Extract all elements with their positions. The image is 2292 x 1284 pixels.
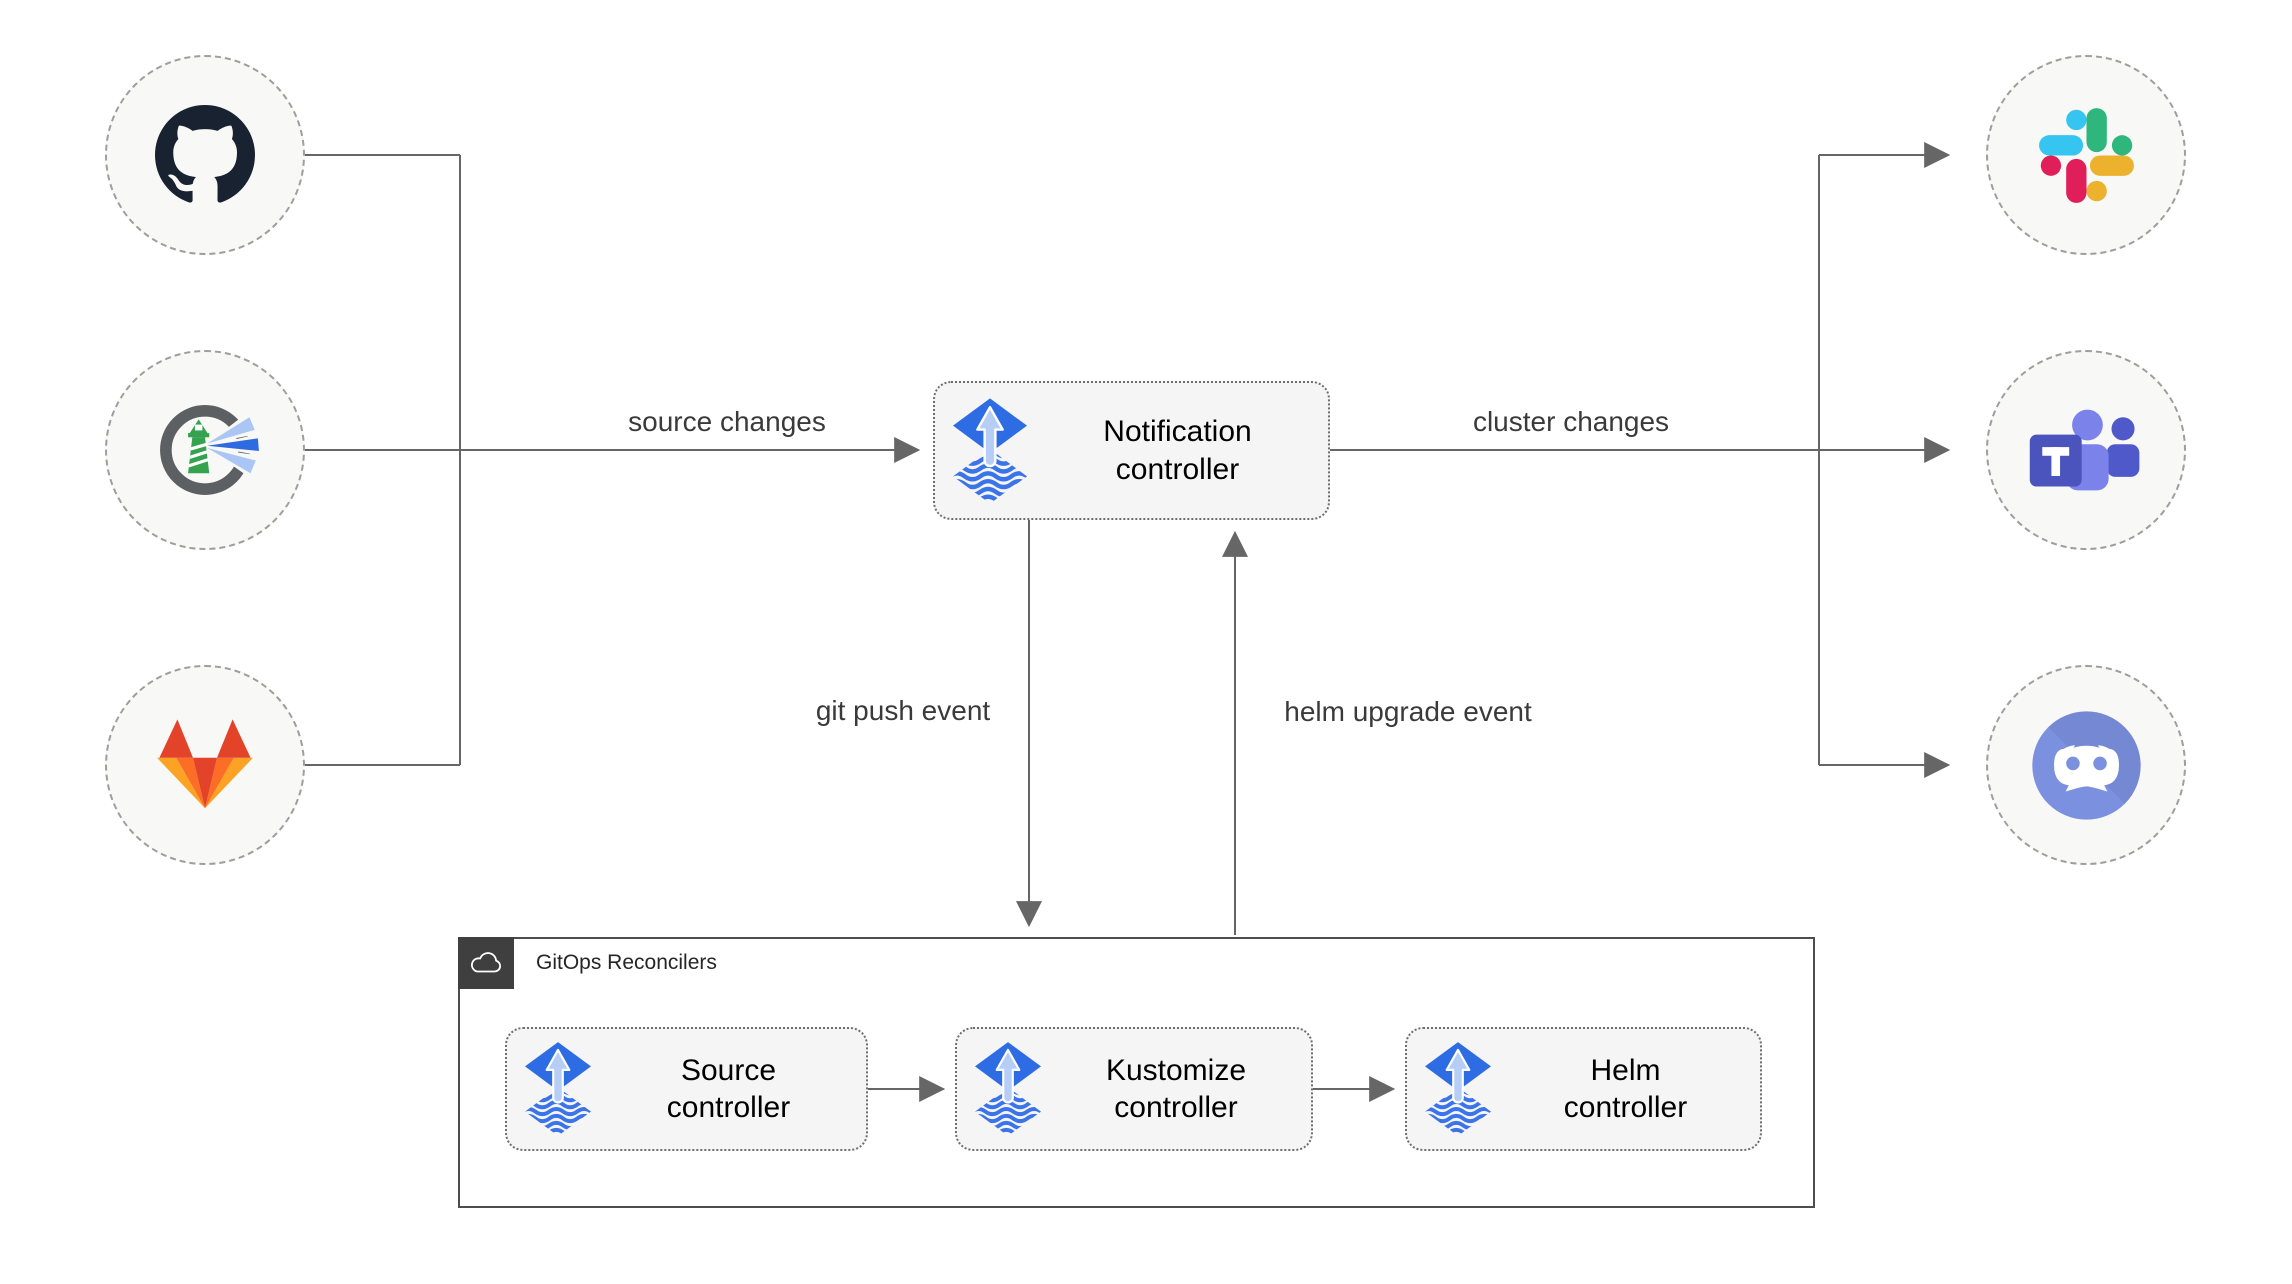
helm-controller-label: Helm controller — [1563, 1053, 1688, 1125]
flux-icon — [953, 398, 1027, 504]
harbor-icon — [160, 405, 260, 495]
source-controller-label: Source controller — [666, 1053, 791, 1125]
node-slack — [1986, 55, 2186, 255]
flux-icon — [975, 1042, 1041, 1136]
node-harbor — [105, 350, 305, 550]
edge-label-helm-upgrade-event: helm upgrade event — [1284, 696, 1532, 727]
source-controller-box: Source controller — [505, 1027, 868, 1151]
flux-icon — [1425, 1042, 1491, 1136]
discord-icon — [2031, 710, 2141, 820]
flux-icon — [525, 1042, 591, 1136]
edge-label-cluster-changes: cluster changes — [1472, 406, 1670, 437]
gitops-reconcilers-container — [458, 937, 1815, 1208]
node-gitlab — [105, 665, 305, 865]
slack-icon — [2038, 107, 2134, 203]
gitops-reconcilers-label: GitOps Reconcilers — [536, 951, 717, 974]
node-github — [105, 55, 305, 255]
node-teams — [1986, 350, 2186, 550]
github-icon — [155, 105, 255, 203]
microsoft-teams-icon — [2029, 409, 2139, 491]
cloud-icon — [471, 952, 502, 973]
edge-label-source-changes: source changes — [628, 406, 826, 437]
notification-controller-box: Notification controller — [933, 381, 1330, 520]
node-discord — [1986, 665, 2186, 865]
gitops-reconcilers-badge — [458, 937, 514, 989]
helm-controller-box: Helm controller — [1405, 1027, 1762, 1151]
notification-controller-label: Notification controller — [1103, 415, 1252, 486]
kustomize-controller-box: Kustomize controller — [955, 1027, 1313, 1151]
edge-label-git-push-event: git push event — [815, 695, 991, 726]
kustomize-controller-label: Kustomize controller — [1105, 1053, 1247, 1125]
gitlab-icon — [157, 719, 253, 809]
